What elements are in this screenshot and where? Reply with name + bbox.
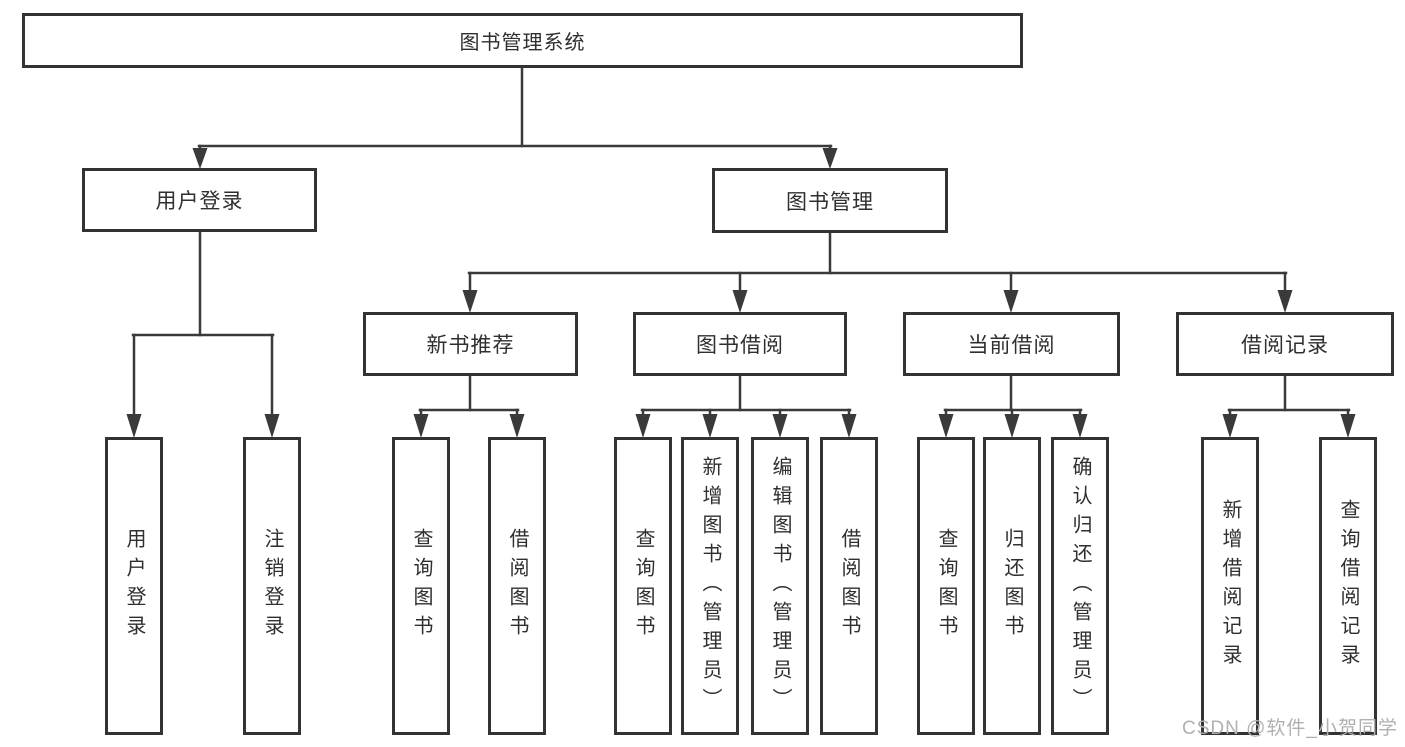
arrowhead bbox=[635, 414, 651, 438]
arrowhead bbox=[413, 414, 429, 438]
arrowhead bbox=[264, 414, 280, 438]
arrowhead bbox=[1004, 414, 1020, 438]
leaf-label: 借阅图书 bbox=[838, 528, 860, 644]
node-current-borrow: 当前借阅 bbox=[903, 312, 1120, 376]
node-book-management: 图书管理 bbox=[712, 168, 948, 233]
leaf-return-book: 归还图书 bbox=[983, 437, 1041, 735]
leaf-label: 注销登录 bbox=[261, 528, 283, 644]
leaf-label: 查询图书 bbox=[410, 528, 432, 644]
node-user-login: 用户登录 bbox=[82, 168, 317, 232]
arrowhead bbox=[1340, 414, 1356, 438]
leaf-label: 用户登录 bbox=[123, 528, 145, 644]
leaf-query-books-borrow: 查询图书 bbox=[614, 437, 672, 735]
leaf-add-book-admin: 新增图书（管理员） bbox=[681, 437, 739, 735]
leaf-label: 查询图书 bbox=[632, 528, 654, 644]
csdn-watermark: CSDN @软件_小贺同学 bbox=[1182, 718, 1398, 739]
leaf-label: 确认归还（管理员） bbox=[1069, 455, 1091, 717]
leaf-label: 编辑图书（管理员） bbox=[769, 455, 791, 717]
arrowhead bbox=[841, 414, 857, 438]
leaf-query-borrow-record: 查询借阅记录 bbox=[1319, 437, 1377, 735]
leaf-label: 查询借阅记录 bbox=[1337, 499, 1359, 673]
arrowhead bbox=[1222, 414, 1238, 438]
arrowhead bbox=[462, 290, 478, 313]
leaf-label: 新增借阅记录 bbox=[1219, 499, 1241, 673]
leaf-query-books-recommend: 查询图书 bbox=[392, 437, 450, 735]
leaf-label: 借阅图书 bbox=[506, 528, 528, 644]
leaf-label: 新增图书（管理员） bbox=[699, 455, 721, 717]
leaf-edit-book-admin: 编辑图书（管理员） bbox=[751, 437, 809, 735]
arrowhead bbox=[509, 414, 525, 438]
leaf-label: 归还图书 bbox=[1001, 528, 1023, 644]
leaf-query-books-current: 查询图书 bbox=[917, 437, 975, 735]
leaf-label: 查询图书 bbox=[935, 528, 957, 644]
arrowhead bbox=[1277, 290, 1293, 313]
arrowhead bbox=[772, 414, 788, 438]
node-root-system: 图书管理系统 bbox=[22, 13, 1023, 68]
arrowhead bbox=[732, 290, 748, 313]
arrowhead bbox=[822, 148, 838, 169]
arrowhead bbox=[126, 414, 142, 438]
node-new-book-recommend: 新书推荐 bbox=[363, 312, 578, 376]
leaf-borrow-books-recommend: 借阅图书 bbox=[488, 437, 546, 735]
node-borrow-records: 借阅记录 bbox=[1176, 312, 1394, 376]
node-book-borrow: 图书借阅 bbox=[633, 312, 847, 376]
arrowhead bbox=[702, 414, 718, 438]
leaf-logout: 注销登录 bbox=[243, 437, 301, 735]
arrowhead bbox=[1003, 290, 1019, 313]
arrowhead bbox=[938, 414, 954, 438]
arrowhead bbox=[1072, 414, 1088, 438]
leaf-user-login: 用户登录 bbox=[105, 437, 163, 735]
leaf-add-borrow-record: 新增借阅记录 bbox=[1201, 437, 1259, 735]
leaf-borrow-books: 借阅图书 bbox=[820, 437, 878, 735]
leaf-confirm-return-admin: 确认归还（管理员） bbox=[1051, 437, 1109, 735]
arrowhead bbox=[192, 148, 208, 169]
